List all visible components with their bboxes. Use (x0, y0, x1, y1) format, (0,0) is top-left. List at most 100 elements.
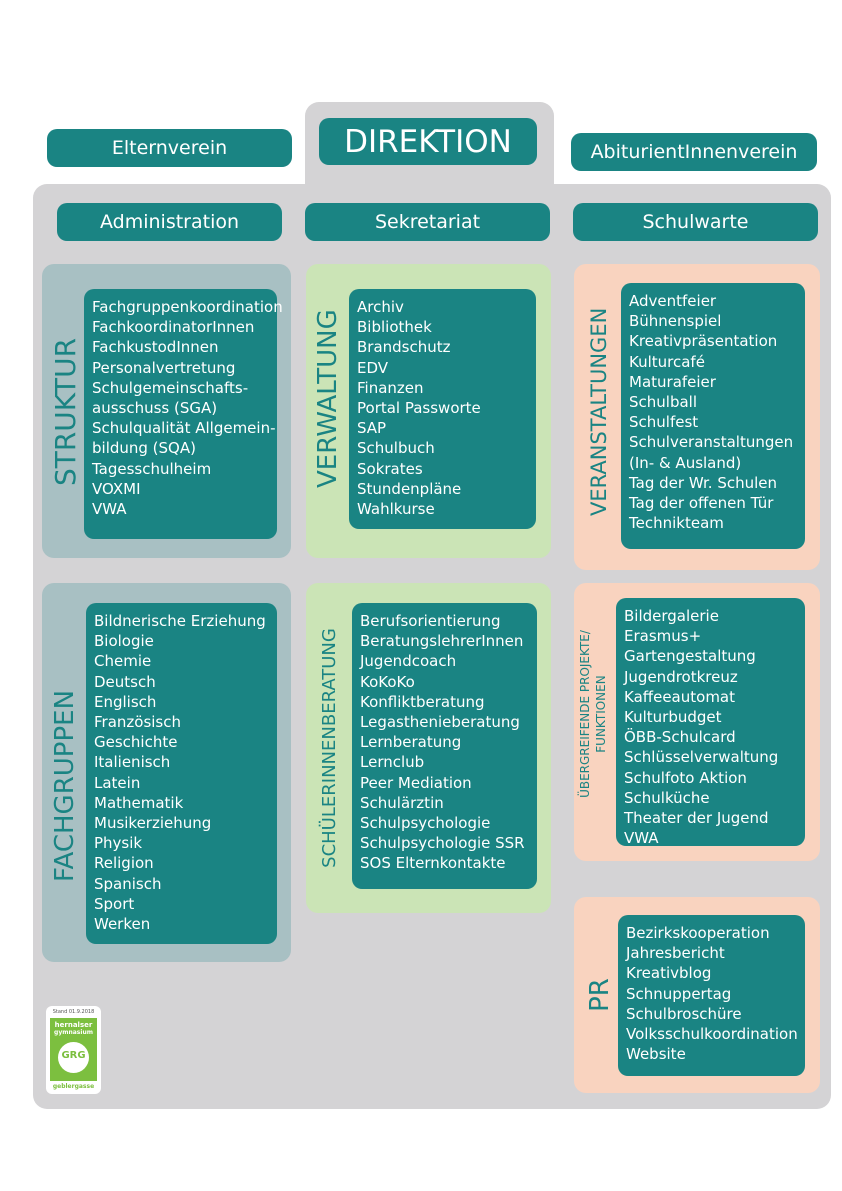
struktur-item: FachkustodInnen (92, 338, 219, 357)
projekte-item: Erasmus+ (624, 627, 702, 646)
projekte-list: Bildergalerie Erasmus+ Gartengestaltung … (616, 598, 805, 848)
fachgruppen-title: FACHGRUPPEN (50, 689, 80, 883)
verwaltung-item: Finanzen (357, 378, 424, 397)
pr-item: Kreativblog (626, 964, 712, 983)
veranstaltungen-item: Adventfeier (629, 292, 717, 310)
projekte-item: Kaffeeautomat (624, 687, 735, 706)
struktur-item: Personalvertretung (92, 358, 236, 377)
abiturientinnenverein-label: AbiturientInnenverein (590, 141, 798, 163)
veranstaltungen-item: Tag der Wr. Schulen (629, 473, 778, 492)
pr-list: Bezirkskooperation Jahresbericht Kreativ… (618, 915, 805, 1076)
schuelerinnenberatung-title: SCHÜLERINNENBERATUNG (319, 628, 340, 868)
fachgruppen-item: Werken (94, 915, 151, 934)
verwaltung-item: Schulbuch (357, 439, 435, 458)
verwaltung-item: Stundenpläne (357, 479, 462, 498)
struktur-list: Fachgruppenkoordination FachkoordinatorI… (84, 289, 283, 539)
verwaltung-title: VERWALTUNG (313, 309, 343, 488)
veranstaltungen-item: Schulveranstaltungen (629, 433, 794, 452)
veranstaltungen-item: Schulball (629, 393, 697, 412)
verwaltung-list: Archiv Bibliothek Brandschutz EDV Finanz… (349, 289, 536, 529)
projekte-item: Schulfoto Aktion (624, 768, 747, 787)
schuelerinnenberatung-item: Berufsorientierung (360, 612, 501, 630)
struktur-item: Fachgruppenkoordination (92, 298, 283, 316)
fachgruppen-item: Mathematik (94, 793, 184, 812)
schuelerinnenberatung-item: Schulpsychologie SSR (360, 834, 525, 853)
schuelerinnenberatung-item: SOS Elternkontakte (360, 854, 506, 873)
fachgruppen-item: Spanisch (94, 874, 162, 893)
schuelerinnenberatung-list: Berufsorientierung BeratungslehrerInnen … (352, 603, 537, 889)
schuelerinnenberatung-item: BeratungslehrerInnen (360, 632, 524, 651)
fachgruppen-item: Deutsch (94, 672, 156, 691)
projekte-item: Theater der Jugend (624, 809, 769, 828)
fachgruppen-list: Bildnerische Erziehung Biologie Chemie D… (86, 603, 277, 944)
fachgruppen-item: Geschichte (94, 733, 178, 752)
fachgruppen-item: Physik (94, 834, 143, 853)
struktur-item: Schulgemeinschafts- (92, 378, 249, 397)
fachgruppen-item: Sport (94, 894, 135, 913)
struktur-title: STRUKTUR (49, 337, 82, 487)
fachgruppen-item: Latein (94, 773, 141, 792)
fachgruppen-item: Bildnerische Erziehung (94, 612, 266, 630)
schulwarte-box: Schulwarte (573, 203, 818, 241)
logo-monogram-circle (58, 1042, 89, 1073)
projekte-item: Schulküche (624, 788, 710, 807)
veranstaltungen-item: Kreativpräsentation (629, 332, 778, 351)
schuelerinnenberatung-item: Jugendcoach (360, 652, 457, 671)
verwaltung-item: Bibliothek (357, 318, 432, 337)
administration-box: Administration (57, 203, 282, 241)
pr-item: Schulbroschüre (626, 1004, 742, 1023)
verwaltung-item: SAP (357, 419, 387, 438)
projekte-title-line2: FUNKTIONEN (594, 675, 608, 753)
fachgruppen-item: Englisch (94, 692, 157, 711)
projekte-item: Gartengestaltung (624, 647, 756, 666)
logo-bottom-text: geblergasse (52, 1083, 95, 1090)
pr-item: Bezirkskooperation (626, 924, 770, 942)
sekretariat-label: Sekretariat (374, 211, 481, 233)
pr-item: Website (626, 1045, 686, 1064)
schuelerinnenberatung-item: Schulpsychologie (360, 814, 491, 833)
logo-monogram: GRG (61, 1050, 86, 1061)
veranstaltungen-item: Kulturcafé (629, 352, 705, 371)
veranstaltungen-list: Adventfeier Bühnenspiel Kreativpräsentat… (621, 283, 805, 549)
verwaltung-item: Archiv (357, 298, 404, 316)
fachgruppen-item: Biologie (94, 632, 154, 651)
pr-item: Jahresbericht (626, 944, 725, 963)
projekte-item: Kulturbudget (624, 708, 722, 727)
logo-line1: hernalser (54, 1021, 93, 1029)
veranstaltungen-item: Tag der offenen Tür (629, 494, 774, 513)
veranstaltungen-item: Maturafeier (629, 372, 716, 391)
verwaltung-item: Wahlkurse (357, 500, 435, 519)
schuelerinnenberatung-item: Schulärztin (360, 793, 444, 812)
verwaltung-item: Sokrates (357, 459, 423, 478)
elternverein-box: Elternverein (47, 129, 292, 167)
verwaltung-item: Brandschutz (357, 338, 451, 357)
school-logo: Stand 01.9.2018 hernalser gymnasium GRG … (46, 1006, 101, 1094)
veranstaltungen-item: (In- & Ausland) (629, 453, 742, 472)
pr-title: PR (585, 978, 615, 1012)
logo-line2: gymnasium (54, 1029, 93, 1036)
fachgruppen-item: Musikerziehung (94, 814, 212, 833)
veranstaltungen-item: Technikteam (629, 514, 724, 533)
fachgruppen-item: Französisch (94, 713, 182, 732)
schuelerinnenberatung-item: Lernclub (360, 753, 425, 772)
struktur-item: bildung (SQA) (92, 439, 196, 458)
pr-item: Schnuppertag (626, 984, 732, 1003)
struktur-item: ausschuss (SGA) (92, 399, 218, 418)
schuelerinnenberatung-item: KoKoKo (360, 672, 415, 691)
verwaltung-item: Portal Passworte (357, 399, 481, 418)
schuelerinnenberatung-item: Peer Mediation (360, 773, 472, 792)
schuelerinnenberatung-item: Lernberatung (360, 733, 462, 752)
projekte-item: Bildergalerie (624, 607, 719, 625)
verwaltung-item: EDV (357, 358, 389, 377)
struktur-item: VOXMI (92, 479, 141, 498)
struktur-item: FachkoordinatorInnen (92, 318, 255, 337)
projekte-item: Schlüsselverwaltung (624, 748, 779, 767)
logo-stand-date: Stand 01.9.2018 (52, 1009, 95, 1015)
struktur-item: Schulqualität Allgemein- (92, 419, 276, 438)
fachgruppen-item: Religion (94, 854, 154, 873)
projekte-item: VWA (624, 829, 659, 848)
fachgruppen-item: Chemie (94, 652, 152, 671)
veranstaltungen-item: Bühnenspiel (629, 312, 722, 331)
projekte-item: Jugendrotkreuz (624, 667, 738, 686)
veranstaltungen-item: Schulfest (629, 413, 699, 432)
